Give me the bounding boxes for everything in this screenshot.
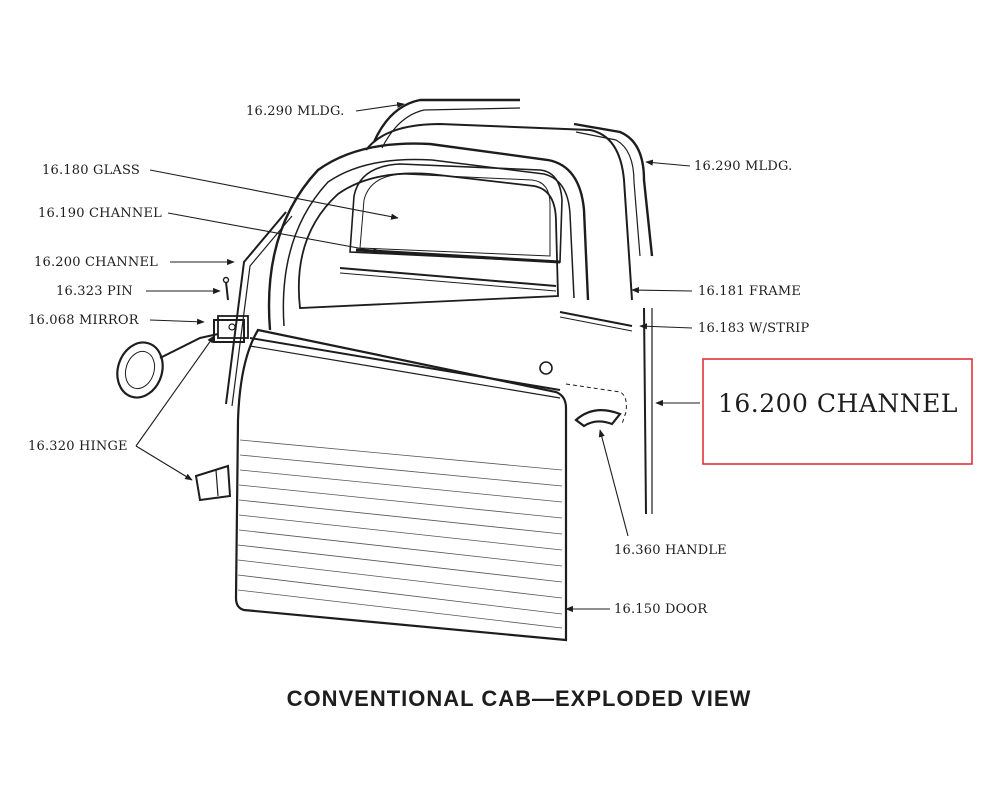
glass-pane bbox=[349, 163, 563, 264]
label-channel-190: 16.190 CHANNEL bbox=[38, 206, 162, 221]
left-channel bbox=[225, 211, 293, 407]
label-glass: 16.180 GLASS bbox=[42, 163, 140, 178]
door-window-frame bbox=[267, 142, 590, 331]
leader-lines bbox=[135, 101, 700, 613]
door-panel bbox=[234, 328, 627, 642]
outer-frame-ring bbox=[365, 122, 633, 301]
label-mldg-right: 16.290 MLDG. bbox=[694, 159, 792, 174]
upper-molding-right bbox=[573, 122, 654, 257]
label-wstrip: 16.183 W/STRIP bbox=[698, 321, 809, 336]
label-hinge: 16.320 HINGE bbox=[28, 439, 128, 454]
side-mirror bbox=[116, 319, 245, 399]
highlight-box bbox=[702, 358, 973, 465]
label-pin: 16.323 PIN bbox=[56, 284, 133, 299]
diagram-title: CONVENTIONAL CAB—EXPLODED VIEW bbox=[287, 686, 752, 711]
right-channel bbox=[643, 307, 653, 515]
upper-molding-top bbox=[372, 98, 521, 149]
weather-strip bbox=[559, 311, 633, 332]
highlight-label: 16.200 CHANNEL bbox=[718, 389, 958, 418]
lower-hinge bbox=[194, 464, 232, 502]
label-mirror: 16.068 MIRROR bbox=[28, 313, 140, 328]
label-mldg-top: 16.290 MLDG. bbox=[246, 104, 344, 119]
lock-button bbox=[539, 361, 553, 375]
label-door: 16.150 DOOR bbox=[614, 602, 708, 617]
label-frame: 16.181 FRAME bbox=[698, 284, 801, 299]
upper-hinge bbox=[217, 315, 249, 339]
glass-channel-190 bbox=[339, 267, 557, 292]
hinge-pin bbox=[222, 276, 230, 301]
label-channel-200: 16.200 CHANNEL bbox=[34, 255, 158, 270]
label-handle: 16.360 HANDLE bbox=[614, 543, 727, 558]
door-handle bbox=[574, 409, 622, 428]
